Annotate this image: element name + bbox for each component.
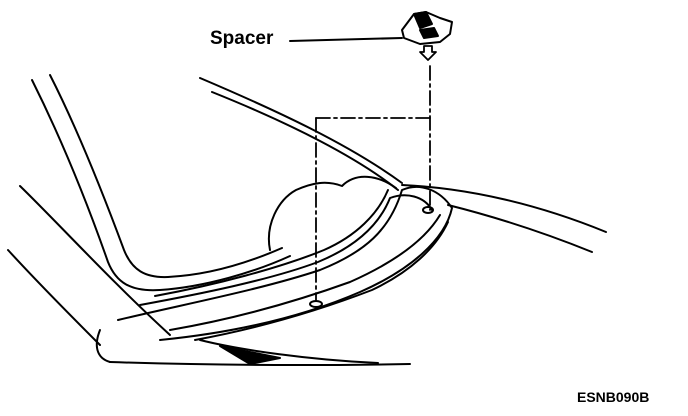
bumper-triangle (219, 345, 281, 365)
rear-window-frame-outer (31, 79, 291, 292)
alignment-leader-lines (315, 65, 431, 301)
body-left-line-2 (7, 249, 101, 346)
roof-line-lower (211, 91, 399, 191)
spoiler-inner-ridge (139, 194, 433, 306)
rear-window-frame-inner (49, 74, 283, 279)
spacer-shade (413, 11, 433, 29)
body-left-line-1 (19, 185, 171, 336)
spacer-clip (419, 27, 439, 39)
body-bottom-line (109, 361, 411, 367)
spoiler-top-ridge (154, 189, 389, 297)
bumper-line (199, 339, 379, 364)
spacer-label: Spacer (210, 28, 274, 49)
figure-code: ESNB090B (577, 389, 650, 405)
mount-hole-right (422, 206, 434, 214)
spoiler-underside-2 (194, 221, 449, 341)
roof-line-upper (199, 77, 403, 184)
body-left-line-3 (95, 329, 111, 363)
spacer-leader-line (289, 37, 403, 42)
window-opening (267, 175, 397, 251)
trunk-lid-line-1 (401, 184, 607, 233)
down-arrow-icon (419, 45, 437, 61)
spacer-part (401, 11, 453, 45)
trunk-lid-line-2 (447, 204, 593, 253)
spoiler-underside (169, 214, 441, 331)
mount-hole-left (309, 300, 323, 308)
